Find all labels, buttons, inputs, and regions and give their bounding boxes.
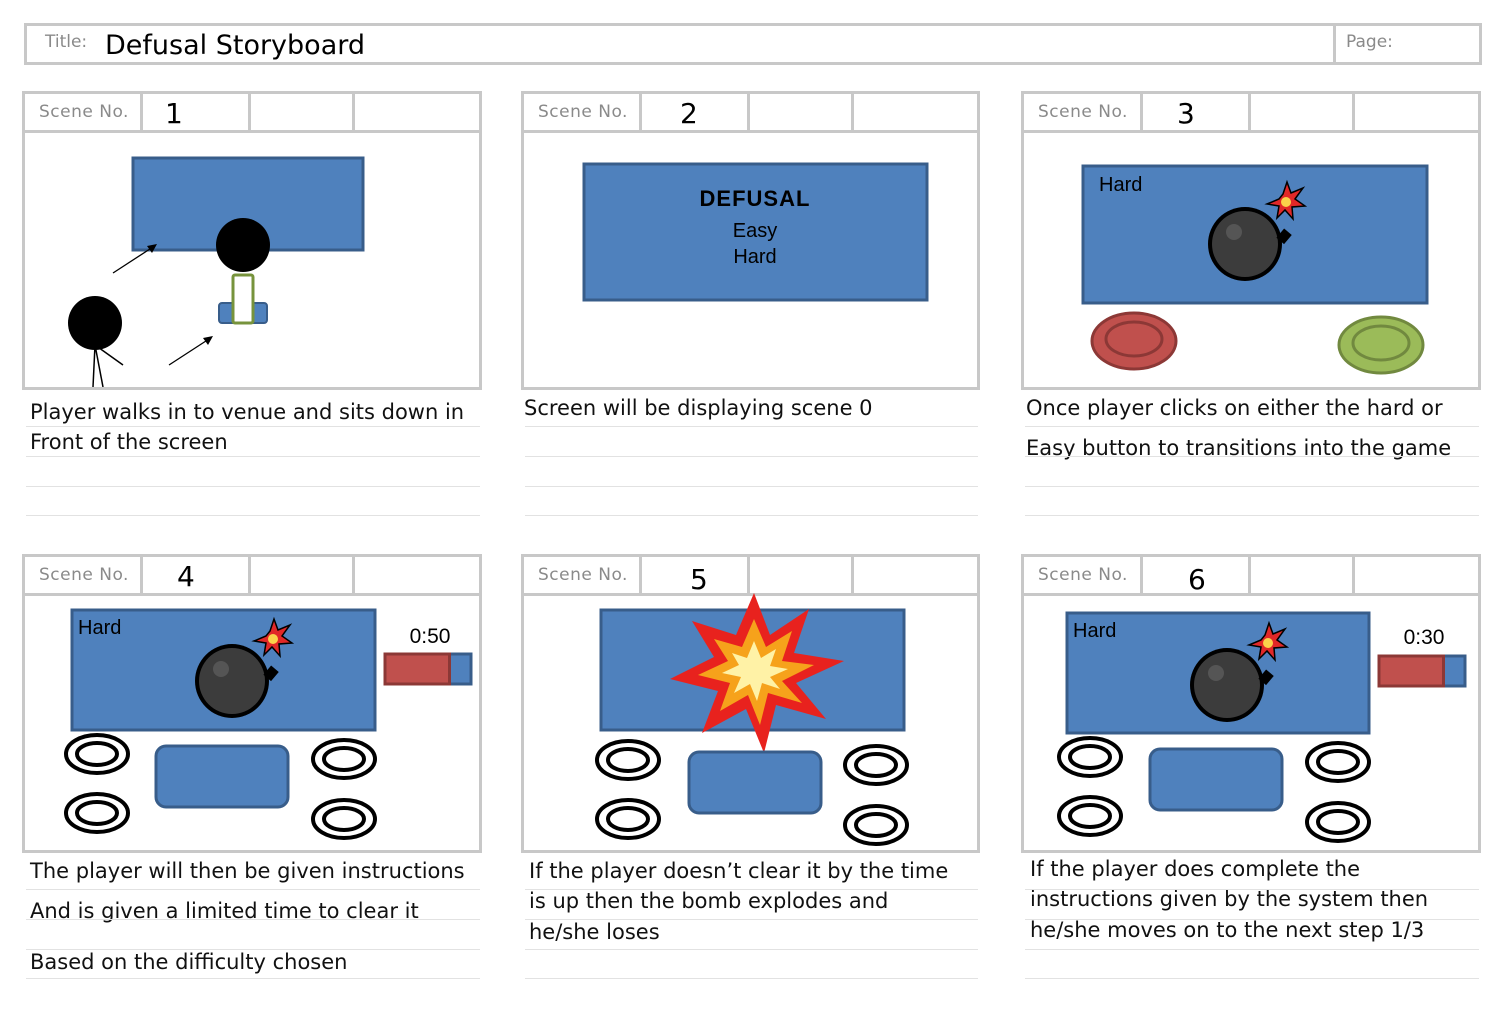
scene-panel <box>521 593 980 853</box>
scene-number: 5 <box>690 563 708 596</box>
scene-header: Scene No. 4 <box>22 554 482 596</box>
difficulty-label: Hard <box>78 617 121 639</box>
scene-5: Scene No. 5 If the player doesn’t clear … <box>521 554 980 983</box>
scene-panel: Hard <box>1021 133 1481 390</box>
walking-player-head <box>68 296 122 350</box>
scene-3: Scene No. 3 Hard Once player clic <box>1021 91 1481 520</box>
difficulty-label: Hard <box>1073 620 1116 642</box>
instruction-buttons[interactable] <box>1057 736 1371 843</box>
note-line: Front of the screen <box>30 430 228 454</box>
timer-bar <box>383 652 473 686</box>
scene-header: Scene No. 3 <box>1021 91 1481 133</box>
scene-drawing: Hard 0:50 <box>64 608 473 840</box>
timer-text: 0:50 <box>410 625 451 648</box>
note-line: The player will then be given instructio… <box>30 859 465 883</box>
instruction-panel <box>1148 747 1284 812</box>
note-line: he/she moves on to the next step 1/3 <box>1030 918 1425 942</box>
seated-player-head <box>216 218 270 272</box>
title-bar: Title: Defusal Storyboard Page: <box>24 23 1482 65</box>
scene-label: Scene No. <box>39 102 129 122</box>
bomb-icon <box>195 616 295 718</box>
scene-number: 3 <box>1177 97 1195 130</box>
title-screen <box>582 162 929 302</box>
menu-option-hard: Hard <box>733 246 776 268</box>
scene-header: Scene No. 1 <box>22 91 482 133</box>
bomb-icon <box>1190 620 1290 722</box>
scene-panel: Hard 0:30 <box>1021 596 1481 853</box>
instruction-panel <box>687 750 823 815</box>
note-line: Screen will be displaying scene 0 <box>524 396 873 420</box>
game-title: DEFUSAL <box>700 186 811 211</box>
scene-label: Scene No. <box>538 565 628 585</box>
instruction-buttons[interactable] <box>595 739 909 846</box>
note-line: is up then the bomb explodes and <box>529 889 889 913</box>
scene-drawing <box>595 593 909 846</box>
scene-drawing: Hard <box>1081 164 1429 375</box>
scene-label: Scene No. <box>1038 565 1128 585</box>
scene-label: Scene No. <box>1038 102 1128 122</box>
hard-button-red[interactable] <box>1090 311 1178 371</box>
arrow-to-seat <box>168 338 210 366</box>
difficulty-label: Hard <box>1099 174 1142 196</box>
scene-number: 6 <box>1188 563 1206 596</box>
scene-header: Scene No. 2 <box>521 91 980 133</box>
seated-player-body <box>231 273 255 325</box>
scene-1: Scene No. 1 Player walks in to venue and… <box>22 91 482 520</box>
note-line: If the player does complete the <box>1030 857 1361 881</box>
page-cell: Page: <box>1333 26 1485 62</box>
scene-notes: If the player doesn’t clear it by the ti… <box>521 853 980 983</box>
scene-label: Scene No. <box>39 565 129 585</box>
scene-4: Scene No. 4 Hard 0:50 <box>22 554 482 983</box>
scene-header: Scene No. 6 <box>1021 554 1481 596</box>
scene-panel: Hard 0:50 <box>22 596 482 853</box>
scene-number: 4 <box>177 560 195 593</box>
scene-drawing: Hard 0:30 <box>1057 611 1467 843</box>
title-label: Title: <box>45 32 88 52</box>
scene-panel <box>22 133 482 390</box>
scene-6: Scene No. 6 Hard 0:30 <box>1021 554 1481 983</box>
scene-label: Scene No. <box>538 102 628 122</box>
scene-number: 1 <box>165 97 183 130</box>
scene-notes: Screen will be displaying scene 0 <box>521 390 980 520</box>
scene-notes: The player will then be given instructio… <box>22 853 482 983</box>
scene-notes: Player walks in to venue and sits down i… <box>22 390 482 520</box>
note-line: Once player clicks on either the hard or <box>1026 396 1443 420</box>
instruction-panel <box>154 744 290 809</box>
scene-notes: If the player does complete the instruct… <box>1021 853 1481 983</box>
easy-button-green[interactable] <box>1337 315 1425 375</box>
instruction-buttons[interactable] <box>64 733 377 840</box>
explosion-icon <box>670 593 844 753</box>
scene-notes: Once player clicks on either the hard or… <box>1021 390 1481 520</box>
note-line: Based on the difficulty chosen <box>30 950 348 974</box>
note-line: he/she loses <box>529 920 660 944</box>
menu-option-easy: Easy <box>733 220 777 242</box>
arrow-to-screen <box>112 246 154 274</box>
note-line: Player walks in to venue and sits down i… <box>30 400 465 424</box>
timer-bar <box>1377 654 1467 688</box>
bomb-icon <box>1208 179 1308 281</box>
note-line: instructions given by the system then <box>1030 887 1429 911</box>
scene-header: Scene No. 5 <box>521 554 980 596</box>
scene-drawing <box>68 156 365 387</box>
scene-panel: DEFUSAL Easy Hard <box>521 133 980 390</box>
page-label: Page: <box>1346 32 1393 52</box>
timer-text: 0:30 <box>1404 626 1445 649</box>
scene-number: 2 <box>680 97 698 130</box>
scene-drawing: DEFUSAL Easy Hard <box>582 162 929 302</box>
storyboard-title: Defusal Storyboard <box>105 30 366 61</box>
scene-2: Scene No. 2 DEFUSAL Easy Hard Screen wil… <box>521 91 980 520</box>
note-line: If the player doesn’t clear it by the ti… <box>529 859 949 883</box>
